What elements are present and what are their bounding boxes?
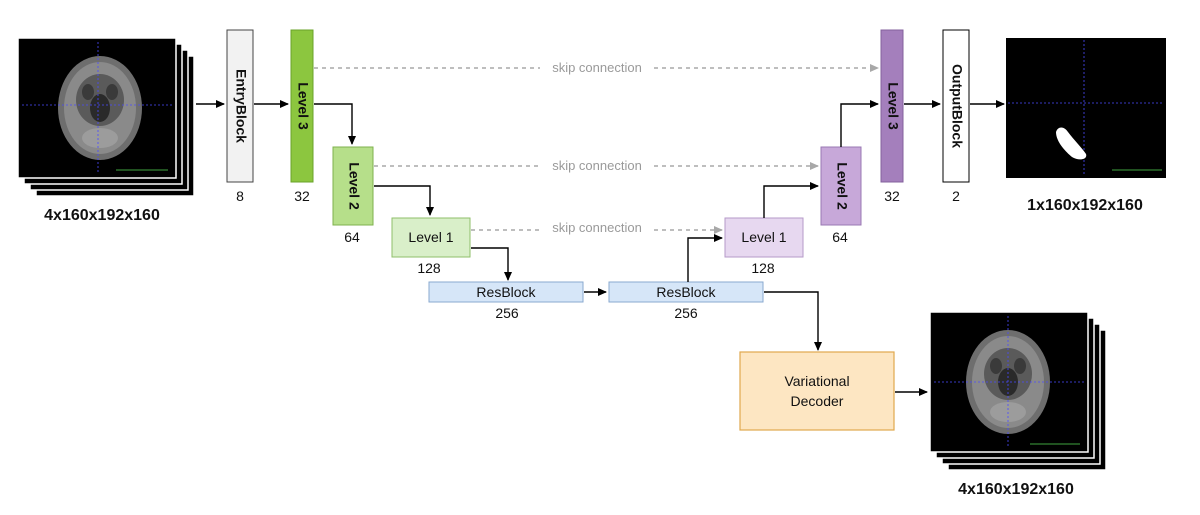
input-mri-stack <box>17 37 195 197</box>
decoder-level-2-channels: 64 <box>832 229 848 245</box>
encoder-level-2-channels: 64 <box>344 229 360 245</box>
output-block-label: OutputBlock <box>949 64 965 148</box>
decoder-level-1-channels: 128 <box>751 260 775 276</box>
decoder-level-1: Level 1 <box>724 217 804 258</box>
resblock-2-label: ResBlock <box>656 284 716 300</box>
skip-connection-label-3: skip connection <box>552 60 642 75</box>
reconstruction-shape-label: 4x160x192x160 <box>958 481 1074 498</box>
arrow-level1-to-resblock <box>471 247 512 281</box>
decoder-level-3-channels: 32 <box>884 188 900 204</box>
arrow-level3-to-level2 <box>314 103 356 145</box>
skip-connection-level-1: skip connection <box>471 220 723 235</box>
skip-connection-label-2: skip connection <box>552 158 642 173</box>
entry-block-channels: 8 <box>236 188 244 204</box>
output-block-channels: 2 <box>952 188 960 204</box>
decoder-level-3: Level 3 <box>880 29 904 183</box>
encoder-level-1: Level 1 <box>391 217 471 258</box>
encoder-level-1-channels: 128 <box>417 260 441 276</box>
arrow-level2-to-level1 <box>374 185 434 216</box>
encoder-level-3-label: Level 3 <box>295 82 311 130</box>
skip-connection-level-3: skip connection <box>314 60 879 75</box>
output-segmentation-image <box>1006 38 1166 178</box>
variational-decoder: Variational Decoder <box>739 351 895 431</box>
resblock-1: ResBlock <box>428 281 584 303</box>
decoder-level-2-label: Level 2 <box>834 162 850 210</box>
decoder-level-1-label: Level 1 <box>741 229 786 245</box>
arrow-resblock-to-vae <box>764 291 822 351</box>
arrow-dec-level2-to-level3 <box>840 100 879 147</box>
data-flow-arrows <box>196 100 1005 396</box>
input-shape-label: 4x160x192x160 <box>44 207 160 224</box>
output-block: OutputBlock <box>942 29 970 183</box>
decoder-level-2: Level 2 <box>820 146 862 226</box>
tumor-mask-shape <box>1056 127 1087 160</box>
arrow-dec-level1-to-level2 <box>763 182 819 218</box>
resblock-1-label: ResBlock <box>476 284 536 300</box>
encoder-level-1-label: Level 1 <box>408 229 453 245</box>
entry-block: EntryBlock <box>226 29 254 183</box>
resblock-1-channels: 256 <box>495 305 519 321</box>
encoder-level-3-channels: 32 <box>294 188 310 204</box>
skip-connection-level-2: skip connection <box>374 158 819 173</box>
arrow-resblock-to-dec-level1 <box>687 234 723 282</box>
skip-connection-label-1: skip connection <box>552 220 642 235</box>
resblock-2-channels: 256 <box>674 305 698 321</box>
output-shape-label: 1x160x192x160 <box>1027 197 1143 214</box>
encoder-level-3: Level 3 <box>290 29 314 183</box>
encoder-level-2: Level 2 <box>332 146 374 226</box>
variational-decoder-label-line2: Decoder <box>791 393 844 409</box>
decoder-level-3-label: Level 3 <box>885 82 901 130</box>
encoder-level-2-label: Level 2 <box>346 162 362 210</box>
entry-block-label: EntryBlock <box>233 69 249 143</box>
variational-decoder-label-line1: Variational <box>784 373 849 389</box>
resblock-2: ResBlock <box>608 281 764 303</box>
reconstruction-mri-stack <box>929 311 1107 471</box>
brain-scan-image <box>58 56 142 160</box>
